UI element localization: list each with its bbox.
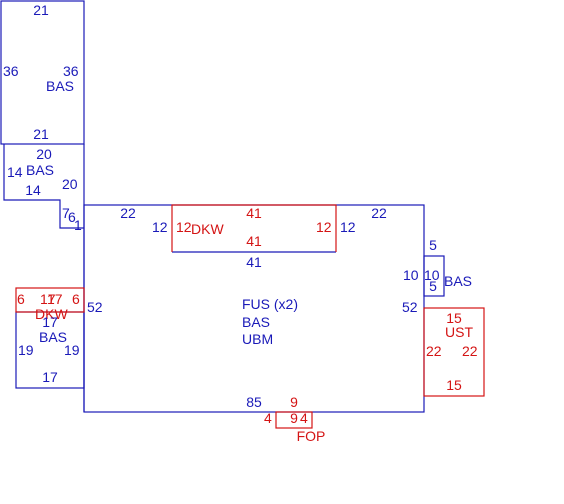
main-label-line2: BAS [242,314,270,330]
dkw-top-area [171,204,337,252]
top-bas-top-dim: 21 [33,2,49,18]
fop-right-dim: 4 [300,410,308,426]
fop-left-dim: 4 [264,410,272,426]
main-left-dim: 52 [87,299,103,315]
fop-code: FOP [297,428,326,444]
ust-bottom-dim: 15 [446,377,462,393]
main-label-line1: FUS (x2) [242,296,298,312]
main-top-right-dim: 22 [371,205,387,221]
right-bas-left-dim: 10 [403,267,419,283]
top-bas-code: BAS [46,78,74,94]
top-bas-left-dim: 36 [3,63,19,79]
right-bas-right-dim: 10 [424,267,440,283]
step-dim-c: 1 [74,217,82,233]
ust-left-dim: 22 [426,343,442,359]
right-bas-code: BAS [444,273,472,289]
main-bottom-dim: 85 [246,394,262,410]
small-bas-right-dim: 20 [62,176,78,192]
step-dim-b: 6 [68,209,76,225]
ust-right-dim: 22 [462,343,478,359]
fop-top-dim: 9 [290,394,298,410]
left-bas-bottom-dim: 17 [42,369,58,385]
left-bas-top-dim: 17 [42,314,58,330]
main-label-line3: UBM [242,331,273,347]
ust-code: UST [445,324,473,340]
left-bas-left-dim: 19 [18,342,34,358]
small-bas-top-dim: 20 [36,146,52,162]
dkw-top-top-dim: 41 [246,205,262,221]
dkw-top-left-dim: 12 [176,219,192,235]
ust-top-dim: 15 [446,310,462,326]
dkw-top-bottom-dim: 41 [246,233,262,249]
fop-area [275,411,313,429]
right-bas-bottom-dim: 5 [429,278,437,294]
main-right-dim: 52 [402,299,418,315]
left-bas-right-dim: 19 [64,342,80,358]
top-bas-bottom-dim: 21 [33,126,49,142]
fop-inner-dim: 9 [290,410,298,426]
main-under-dkw-dim: 41 [246,254,262,270]
small-bas-code: BAS [26,162,54,178]
right-bas-area [423,255,445,297]
small-bas-bottom-dim: 14 [25,182,41,198]
left-bas-code: BAS [39,329,67,345]
dkw-top-right-dim: 12 [316,219,332,235]
dkw-top-code: DKW [191,221,224,237]
dkw-left-code: DKW [35,306,68,322]
small-bas-outline [3,144,84,229]
right-bas-top-dim: 5 [429,237,437,253]
dkw-left-left-dim: 6 [17,291,25,307]
top-bas-area [0,0,85,145]
dkw-left-top-dim-2: 17 [47,291,63,307]
small-bas-left-dim: 14 [7,164,23,180]
main-left-inner-dim: 12 [152,219,168,235]
dkw-left-right-dim: 6 [72,291,80,307]
ust-area [423,307,485,397]
main-right-inner-dim: 12 [340,219,356,235]
step-dim-a: 7 [62,205,70,221]
dkw-left-top-dim: 17 [40,291,56,307]
main-top-left-dim: 22 [120,205,136,221]
top-bas-right-dim: 36 [63,63,79,79]
dkw-left-area [15,287,85,313]
